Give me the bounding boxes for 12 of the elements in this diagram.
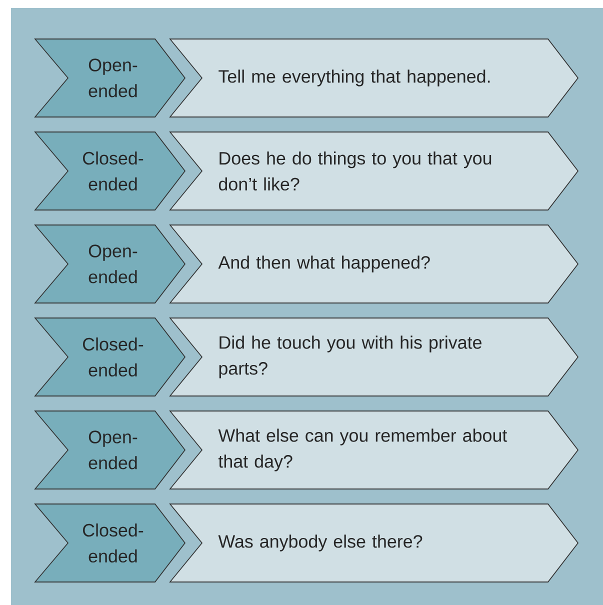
chevron-box: Did he touch you with his private parts? <box>169 318 579 396</box>
chevron-tag: Open-ended <box>34 410 186 490</box>
chevron-tag: Closed-ended <box>34 132 186 210</box>
chevron-box: And then what happened? <box>169 224 579 304</box>
chevron-tag: Open-ended <box>34 38 186 118</box>
chevron-box: Does he do things to you that you don’t like? <box>169 132 579 210</box>
chevron-tag: Open-ended <box>34 224 186 304</box>
chevron-box: Tell me everything that happened. <box>169 38 579 118</box>
chevron-tag: Closed-ended <box>34 318 186 396</box>
chevron-box: Was anybody else there? <box>169 504 579 582</box>
chevron-tag: Closed-ended <box>34 504 186 582</box>
chevron-box: What else can you remember about that day? <box>169 410 579 490</box>
